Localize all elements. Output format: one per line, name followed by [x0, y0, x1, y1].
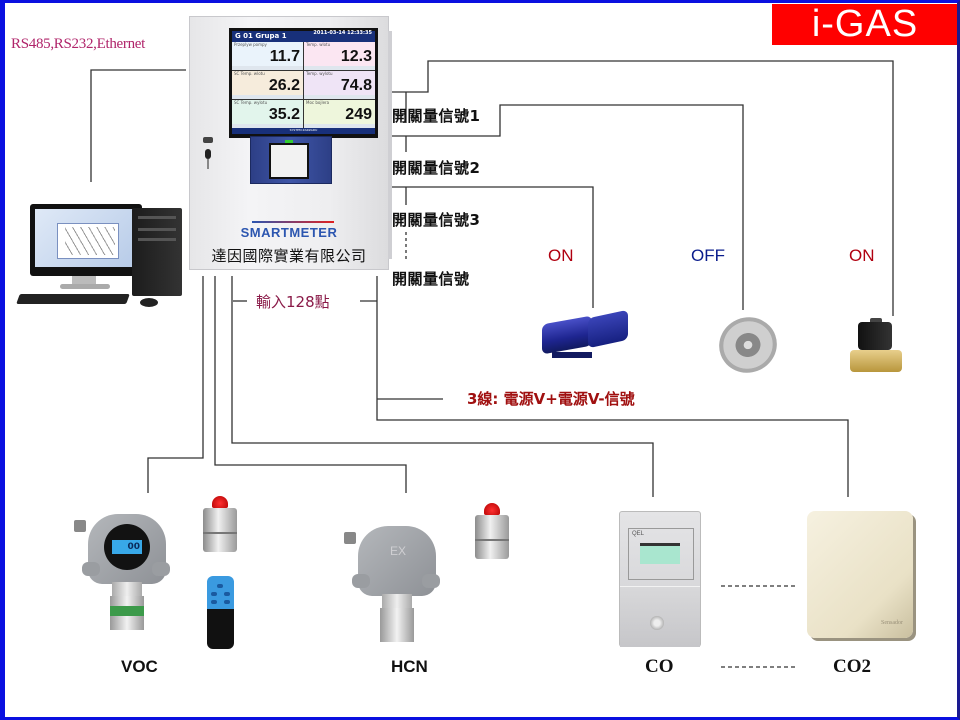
- solenoid-valve-icon: [846, 318, 906, 378]
- co2-detector-icon: Sensador: [807, 511, 913, 638]
- controller-screen: G 01 Grupa 1 2011-03-14 12:33:35 Przeply…: [229, 28, 378, 138]
- controller-cabinet: G 01 Grupa 1 2011-03-14 12:33:35 Przeply…: [189, 16, 392, 270]
- signal-label-2: 開關量信號2: [392, 159, 481, 177]
- screen-header: G 01 Grupa 1: [235, 32, 287, 40]
- sensor-label-voc: VOC: [121, 657, 158, 676]
- hcn-alarm-light-icon: [473, 503, 511, 563]
- company-name: 達因國際實業有限公司: [211, 247, 367, 265]
- wire-co: [231, 276, 654, 497]
- wire-hcn: [214, 276, 407, 493]
- valve-state: ON: [849, 246, 875, 265]
- smartmeter-logo: SMARTMETER: [240, 225, 338, 240]
- hcn-detector-icon: EX: [344, 510, 440, 642]
- sensor-label-co: CO: [645, 656, 674, 677]
- fan-state: OFF: [691, 246, 725, 265]
- pc-tower-icon: [132, 208, 182, 296]
- comm-protocol-label: RS485,RS232,Ethernet: [11, 36, 146, 52]
- co-detector-icon: QEL: [619, 511, 701, 647]
- keyboard-icon: [16, 294, 130, 304]
- mouse-icon: [140, 298, 158, 307]
- remote-control-icon: [207, 576, 234, 649]
- signal-label-3: 開關量信號3: [392, 211, 481, 229]
- printer-icon: [250, 136, 332, 184]
- wire-voc: [147, 276, 204, 493]
- input-count-label: 輸入128點: [256, 293, 330, 311]
- relay-wire-2: [390, 104, 744, 310]
- computer-workstation: [16, 198, 186, 310]
- signal-label-n: 開關量信號: [392, 270, 470, 288]
- voc-alarm-light-icon: [201, 496, 239, 556]
- sensor-label-hcn: HCN: [391, 657, 428, 676]
- pump-state: ON: [548, 246, 574, 265]
- wiring-spec-label: 3線: 電源V+電源V-信號: [467, 390, 635, 408]
- comm-wire: [90, 69, 186, 182]
- relay-wire-1: [390, 60, 894, 316]
- brand-banner: i-GAS: [772, 4, 958, 45]
- pump-icon: [538, 306, 630, 366]
- key-lock-icon: [203, 137, 213, 177]
- signal-label-1: 開關量信號1: [392, 107, 481, 125]
- monitor-icon: [30, 204, 142, 276]
- screen-datetime: 2011-03-14 12:33:35: [313, 30, 372, 36]
- relay-wire-3: [390, 186, 594, 308]
- sensor-label-co2: CO2: [833, 656, 871, 677]
- voc-detector-icon: 00: [74, 498, 170, 630]
- wire-co2: [376, 276, 849, 497]
